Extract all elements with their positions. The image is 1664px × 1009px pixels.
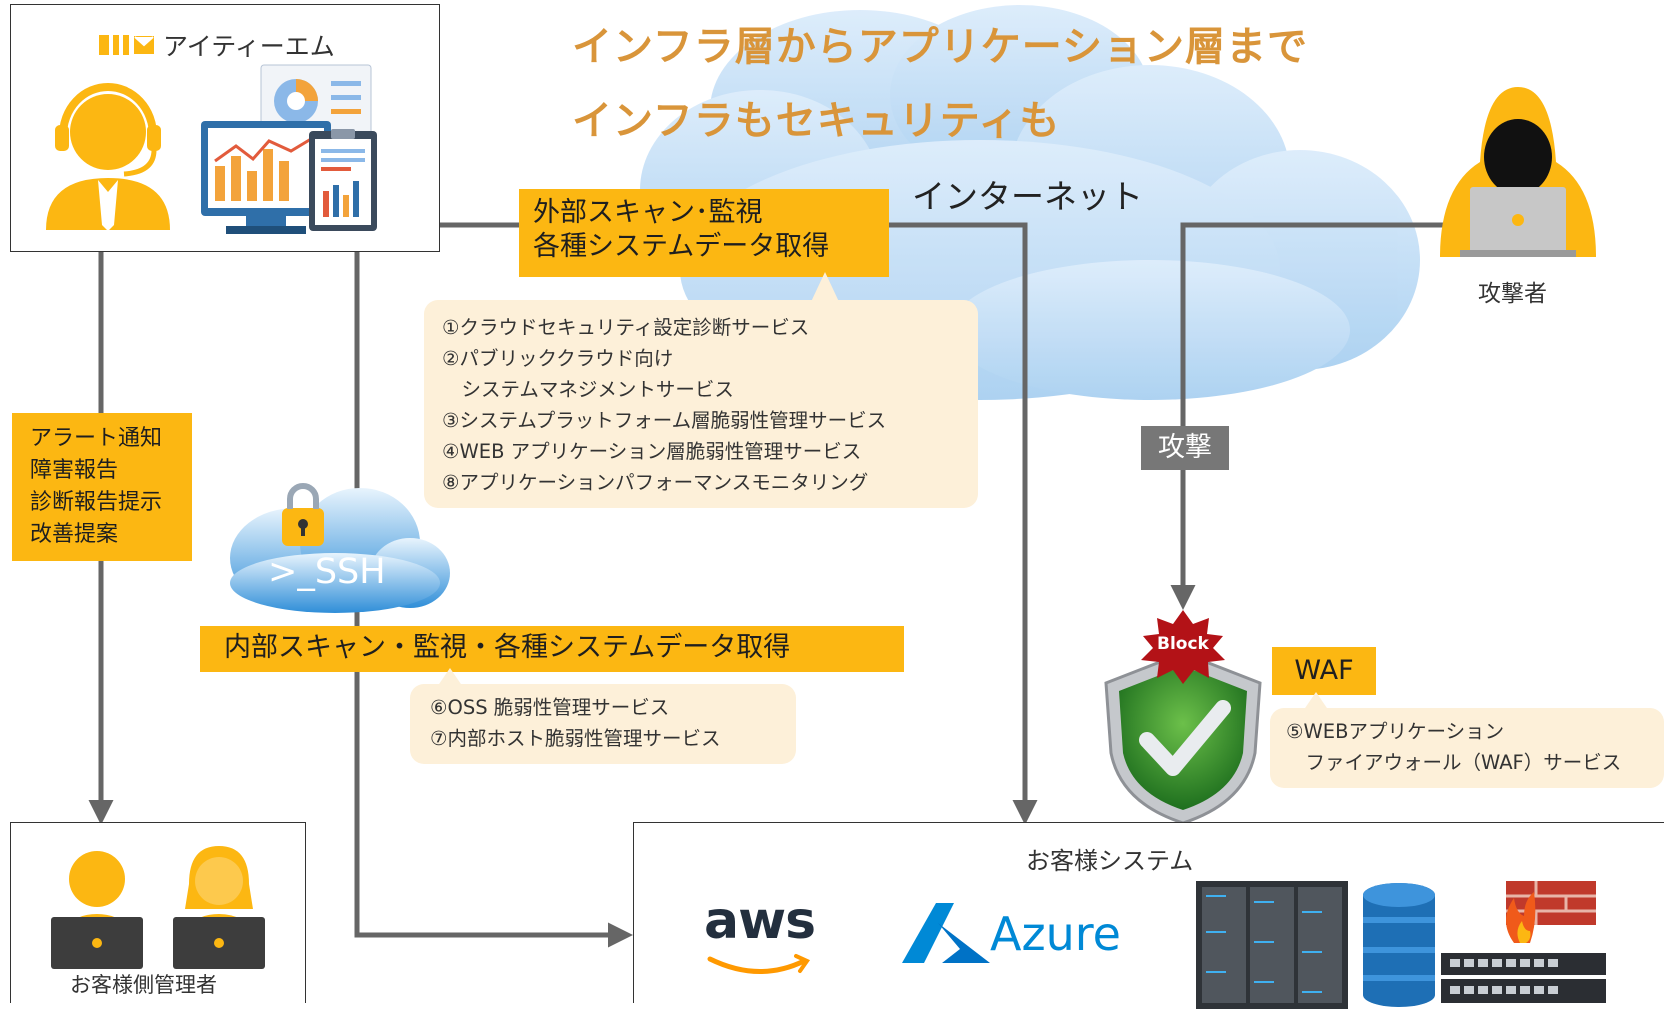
ssh-label: >_SSH bbox=[268, 552, 386, 592]
itm-logo: アイティーエム bbox=[99, 27, 335, 63]
service-item-5-cont: ファイアウォール（WAF）サービス bbox=[1286, 751, 1622, 774]
waf-services-note: ⑤WEBアプリケーション ファイアウォール（WAF）サービス bbox=[1270, 708, 1664, 788]
customer-admins-icon bbox=[51, 846, 265, 969]
aws-smile-icon bbox=[707, 954, 811, 974]
server-infrastructure-icon bbox=[1196, 881, 1606, 1009]
service-item-3: ③システムプラットフォーム層脆弱性管理サービス bbox=[442, 409, 887, 432]
azure-logo-text: Azure bbox=[990, 907, 1121, 961]
block-label: Block bbox=[1157, 634, 1209, 654]
service-item-5: ⑤WEBアプリケーション bbox=[1286, 720, 1505, 743]
dashboard-monitor-icon bbox=[201, 64, 377, 234]
alert-item-diagnosis-report: 診断報告提示 bbox=[30, 490, 163, 515]
headline-line1: インフラ層からアプリケーション層まで bbox=[572, 24, 1308, 70]
aws-logo: aws bbox=[704, 891, 816, 951]
service-item-2: ②パブリッククラウド向け bbox=[442, 347, 674, 370]
service-item-7: ⑦内部ホスト脆弱性管理サービス bbox=[430, 727, 721, 750]
waf-shield-icon bbox=[1104, 610, 1262, 825]
attacker-hacker-icon bbox=[1440, 87, 1596, 257]
headline-line2: インフラもセキュリティも bbox=[572, 98, 1061, 144]
attack-label: 攻撃 bbox=[1141, 426, 1229, 470]
service-item-8: ⑧アプリケーションパフォーマンスモニタリング bbox=[442, 471, 869, 494]
internal-services-note: ⑥OSS 脆弱性管理サービス ⑦内部ホスト脆弱性管理サービス bbox=[410, 684, 796, 764]
external-scan-label-line2: 各種システムデータ取得 bbox=[533, 231, 830, 262]
customer-system-box: お客様システム aws Azure bbox=[633, 822, 1664, 1009]
waf-label: WAF bbox=[1272, 647, 1376, 695]
ssh-cloud-icon bbox=[230, 483, 450, 613]
customer-system-label: お客様システム bbox=[1026, 847, 1194, 875]
support-operator-icon bbox=[46, 83, 170, 230]
alerts-box: アラート通知 障害報告 診断報告提示 改善提案 bbox=[12, 413, 192, 561]
alert-item-notification: アラート通知 bbox=[30, 426, 163, 451]
azure-logo-icon bbox=[902, 903, 990, 963]
customer-admin-box: お客様側管理者 bbox=[10, 822, 306, 1003]
attacker-label: 攻撃者 bbox=[1478, 281, 1547, 307]
service-item-2-cont: システムマネジメントサービス bbox=[442, 378, 734, 401]
itm-logo-mark-icon bbox=[99, 34, 155, 56]
external-note-pointer bbox=[810, 272, 840, 304]
external-scan-label: 外部スキャン･監視 各種システムデータ取得 bbox=[519, 189, 889, 277]
itm-logo-text: アイティーエム bbox=[163, 32, 335, 61]
alert-item-failure-report: 障害報告 bbox=[30, 458, 119, 483]
external-scan-label-line1: 外部スキャン･監視 bbox=[533, 197, 763, 228]
service-item-1: ①クラウドセキュリティ設定診断サービス bbox=[442, 316, 810, 339]
external-services-note: ①クラウドセキュリティ設定診断サービス ②パブリッククラウド向け システムマネジ… bbox=[424, 300, 978, 508]
itm-box: アイティーエム bbox=[10, 4, 440, 252]
alert-item-improvement: 改善提案 bbox=[30, 522, 119, 547]
service-item-4: ④WEB アプリケーション層脆弱性管理サービス bbox=[442, 440, 862, 463]
internal-scan-label: 内部スキャン・監視・各種システムデータ取得 bbox=[200, 626, 904, 672]
internet-label: インターネット bbox=[912, 177, 1143, 216]
service-item-6: ⑥OSS 脆弱性管理サービス bbox=[430, 696, 670, 719]
customer-admin-label: お客様側管理者 bbox=[70, 973, 217, 997]
